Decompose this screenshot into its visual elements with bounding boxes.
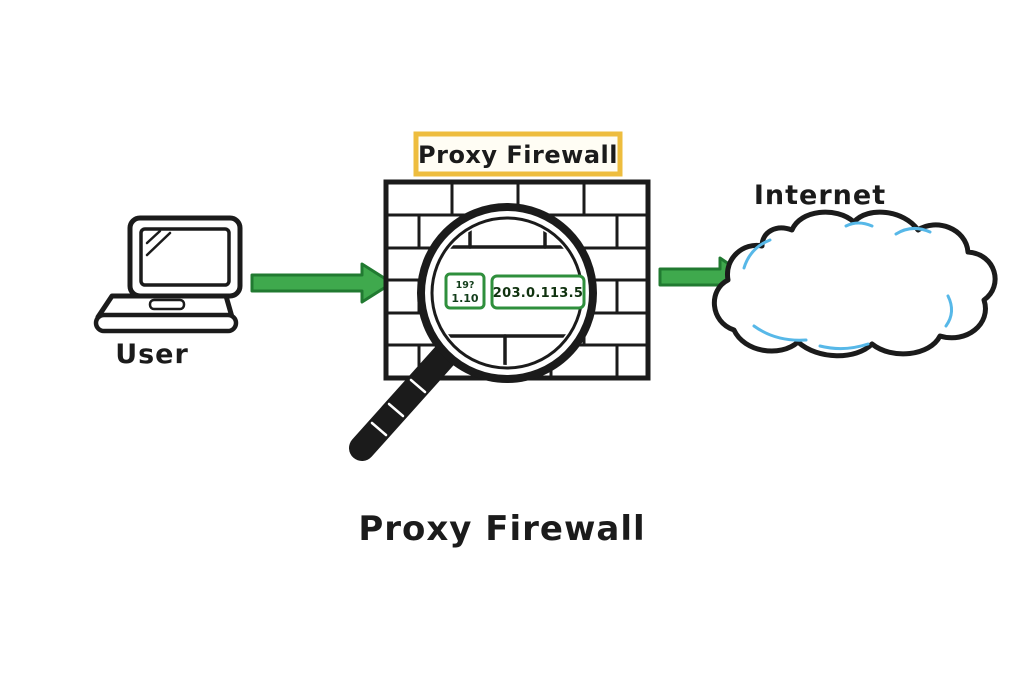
ip-main-text: 203.0.113.5 [493,286,583,301]
wall-title-text: Proxy Firewall [418,141,618,169]
magnifier-handle-highlights [370,378,427,437]
user-label: User [115,339,189,370]
ip-badge-partial: 19? 1.10 [444,272,486,310]
laptop-trackpad [148,298,186,311]
title-plate-border [413,131,623,177]
diagram-caption: Proxy Firewall [358,509,645,549]
laptop-screen-inner [139,227,231,287]
screen-glare-line [145,229,162,245]
cloud-outline [711,209,998,359]
magnifier-handle [349,339,461,461]
screen-glare-line [145,231,172,257]
ip-badge-main: 203.0.113.5 [490,274,586,310]
laptop-base-lip [93,312,239,334]
internet-label: Internet [754,180,886,211]
arrow-user-to-firewall-icon [250,262,394,304]
magnifier-icon: 19? 1.10 203.0.113.5 [349,203,597,461]
laptop-icon [93,215,243,334]
ip-partial-line2: 1.10 [451,292,478,305]
wall-title-plate: Proxy Firewall [413,131,623,177]
cloud-blue-accents [742,221,953,351]
ip-partial-line1: 19? [456,280,475,291]
ip-badge-main-box [490,274,586,310]
internet-cloud-icon [711,209,998,359]
ip-badge-partial-box [444,272,486,310]
